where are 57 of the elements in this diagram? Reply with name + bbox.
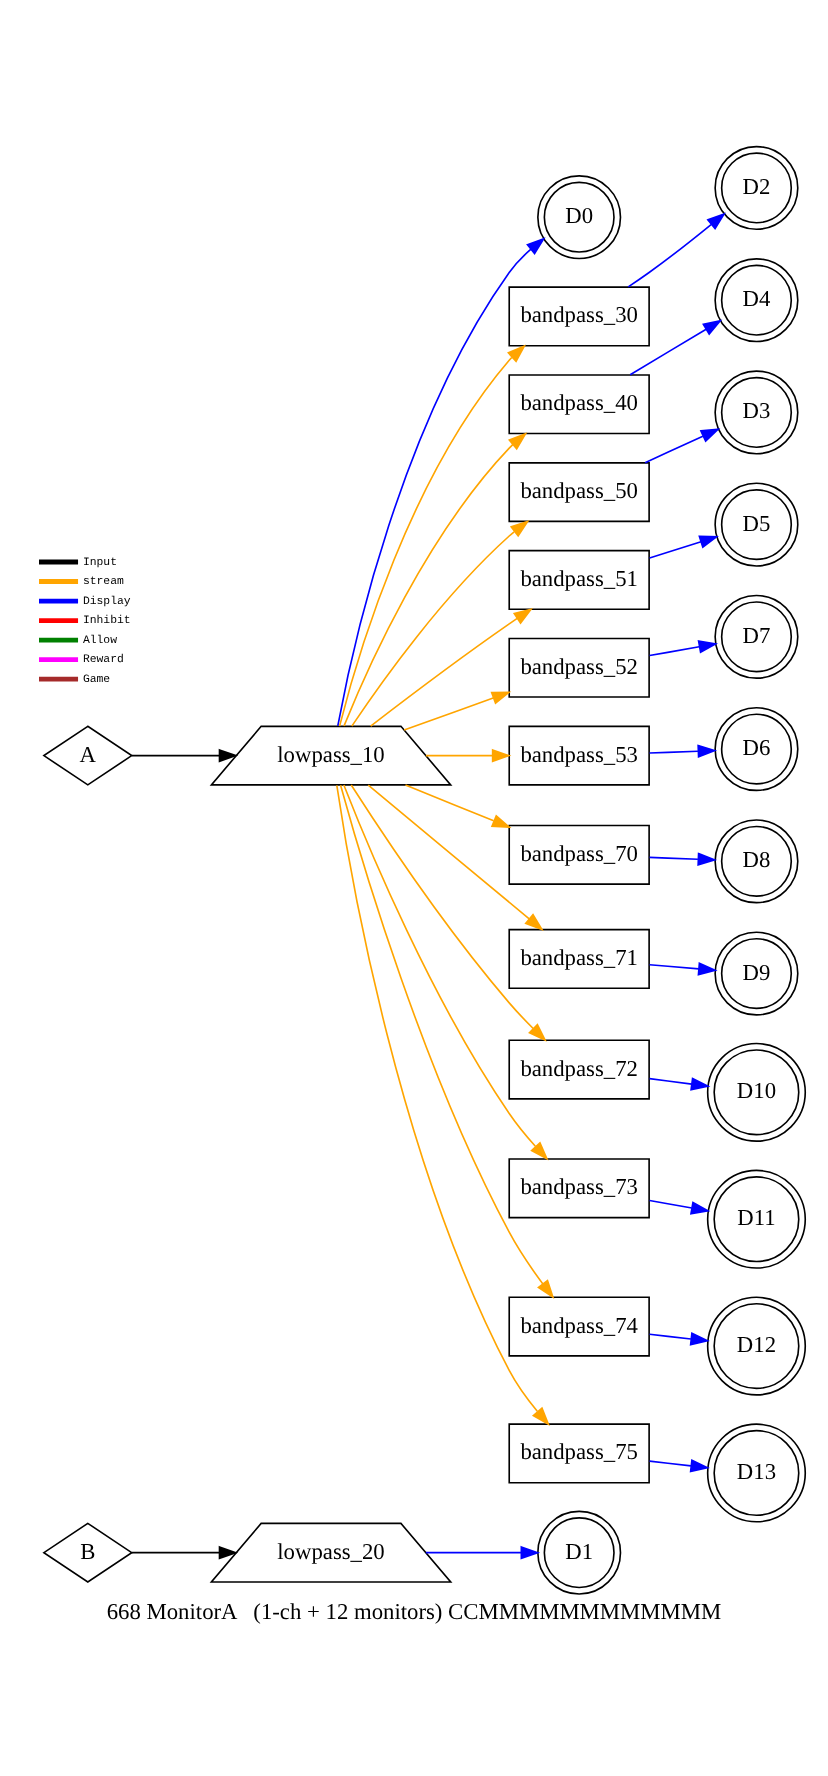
arrow bbox=[425, 747, 512, 762]
arrow bbox=[629, 318, 723, 375]
arrow bbox=[644, 427, 721, 463]
arrow bbox=[343, 431, 528, 726]
node-box: bandpass_71 bbox=[508, 927, 650, 989]
arrow bbox=[350, 783, 547, 1041]
arrow bbox=[648, 1331, 710, 1345]
node-box: bandpass_50 bbox=[508, 461, 650, 522]
arrow bbox=[648, 639, 719, 656]
node-box: bandpass_52 bbox=[508, 636, 650, 697]
node-circle: D13 bbox=[706, 1422, 807, 1522]
arrow bbox=[336, 236, 546, 726]
arrow bbox=[369, 606, 533, 726]
node-circle: D10 bbox=[706, 1041, 807, 1141]
arrow bbox=[404, 783, 512, 828]
arrow bbox=[627, 211, 726, 287]
node-box: bandpass_74 bbox=[508, 1295, 650, 1356]
node-circle: D11 bbox=[706, 1168, 807, 1268]
arrow bbox=[338, 343, 527, 726]
node-box: bandpass_75 bbox=[508, 1422, 650, 1483]
arrow bbox=[130, 747, 239, 762]
arrow bbox=[351, 518, 530, 726]
node-circle: D0 bbox=[537, 174, 622, 259]
node-circle: D5 bbox=[714, 481, 799, 566]
node-box: bandpass_70 bbox=[508, 823, 650, 884]
node-circle: D12 bbox=[706, 1295, 807, 1395]
arrow bbox=[343, 783, 549, 1160]
arrow bbox=[648, 851, 718, 866]
node-box: bandpass_40 bbox=[508, 373, 650, 434]
arrow bbox=[648, 743, 718, 758]
caption: 668 MonitorA (1-ch + 12 monitors) CCMMMMMMMMMMMM bbox=[106, 1599, 722, 1624]
arrow bbox=[336, 783, 550, 1425]
node-circle: D6 bbox=[714, 705, 799, 791]
node-circle: D3 bbox=[714, 369, 799, 454]
arrow bbox=[403, 690, 512, 730]
node-box: bandpass_51 bbox=[508, 548, 650, 610]
arrow bbox=[339, 783, 555, 1298]
node-diamond: A bbox=[42, 724, 134, 785]
arrow bbox=[648, 1076, 711, 1090]
arrow bbox=[648, 1457, 710, 1472]
arrow bbox=[648, 1198, 711, 1214]
arrow bbox=[425, 1544, 541, 1559]
node-circle: D1 bbox=[537, 1509, 622, 1594]
arrow bbox=[367, 783, 544, 930]
node-box: bandpass_73 bbox=[508, 1157, 650, 1218]
node-circle: D2 bbox=[714, 144, 799, 230]
node-box: bandpass_53 bbox=[508, 724, 650, 785]
arrow bbox=[130, 1544, 239, 1559]
node-circle: D4 bbox=[714, 257, 799, 342]
node-box: bandpass_30 bbox=[508, 285, 650, 346]
node-circle: D9 bbox=[714, 930, 799, 1015]
node-box: bandpass_72 bbox=[508, 1038, 650, 1099]
arrow bbox=[648, 961, 718, 975]
node-diamond: B bbox=[42, 1521, 134, 1582]
arrow bbox=[648, 534, 719, 558]
node-circle: D7 bbox=[714, 593, 799, 678]
node-circle: D8 bbox=[714, 818, 799, 903]
